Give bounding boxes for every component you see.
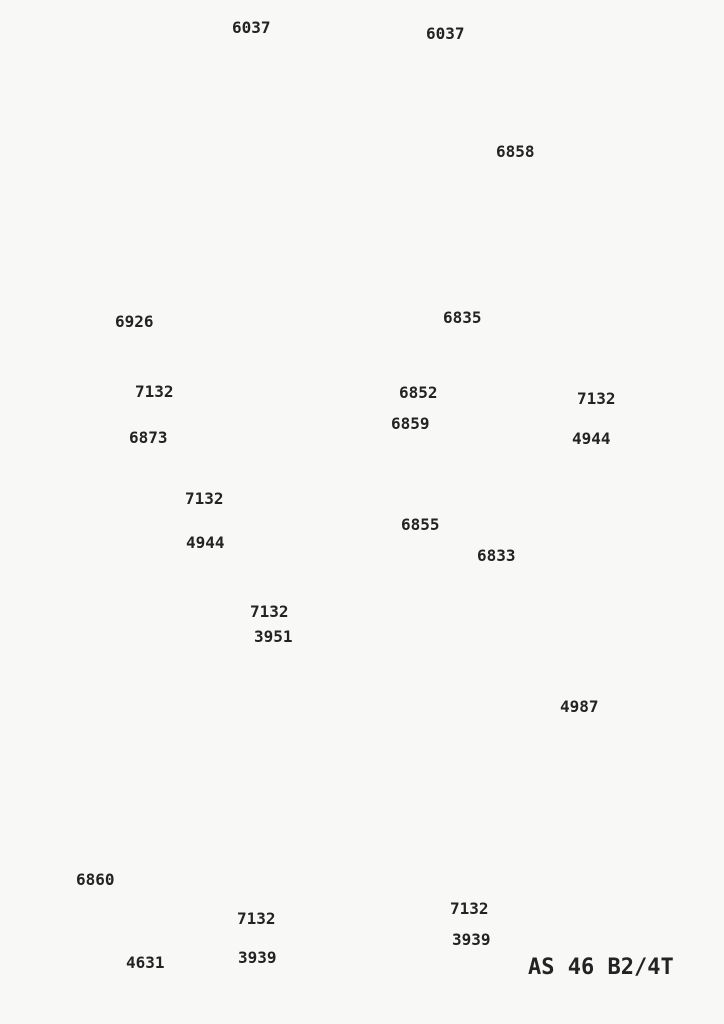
center-fasteners — [301, 604, 324, 652]
callout-screw-center: 3951 — [254, 627, 293, 646]
callout-deflector: 6860 — [76, 870, 115, 889]
callout-washer-bottom-center: 7132 — [237, 909, 276, 928]
upper-fasteners — [182, 383, 549, 504]
vent-slats — [337, 88, 441, 149]
bolt-4944-left-drawing — [226, 444, 248, 504]
screw-4631-drawing — [171, 949, 186, 970]
callout-washer-upper-left: 7132 — [135, 382, 174, 401]
callout-washer-mid-left: 7132 — [185, 489, 224, 508]
callout-nut-top-right: 6037 — [426, 24, 465, 43]
callout-screw-bottom-center: 3939 — [238, 948, 277, 967]
callout-engine-cover: 6858 — [496, 142, 535, 161]
callout-pulley-adapter: 6859 — [391, 414, 430, 433]
callout-bolt-left: 6873 — [129, 428, 168, 447]
bottom-fasteners — [171, 886, 423, 999]
callout-screw-bottom-right: 3939 — [452, 930, 491, 949]
pin-drawing — [342, 383, 349, 396]
model-number: AS 46 B2/4T — [528, 955, 674, 980]
deflector-drawing — [150, 850, 231, 909]
bolt-4944-right-drawing — [527, 407, 549, 463]
deck-housing-drawing — [178, 662, 526, 863]
pulley-adapter-drawing — [315, 408, 381, 475]
grommet-drawing — [157, 301, 215, 341]
callout-mounting-ring: 6835 — [443, 308, 482, 327]
callout-bolt-right: 4944 — [572, 429, 611, 448]
callout-screw-bottom-left: 4631 — [126, 953, 165, 972]
callout-fan-housing-group: 6833 — [477, 546, 516, 565]
fan-housing-drawing — [286, 546, 421, 651]
bolt-6873-drawing — [183, 400, 205, 468]
callout-deck-housing: 4987 — [560, 697, 599, 716]
engine-cover-drawing — [261, 84, 471, 271]
callout-washer-center: 7132 — [250, 602, 289, 621]
bearing-drawing — [320, 504, 384, 530]
callout-pin: 6852 — [399, 383, 438, 402]
screw-3951-drawing — [304, 619, 324, 652]
hex-flange-nuts — [290, 17, 407, 75]
callout-nut-top-left: 6037 — [232, 18, 271, 37]
callout-grommet: 6926 — [115, 312, 154, 331]
mounting-ring-drawing — [278, 272, 432, 356]
callout-bearing: 6855 — [401, 515, 440, 534]
callout-washer-upper-right: 7132 — [577, 389, 616, 408]
callout-washer-bottom-right: 7132 — [450, 899, 489, 918]
callout-bolt-mid-left: 4944 — [186, 533, 225, 552]
